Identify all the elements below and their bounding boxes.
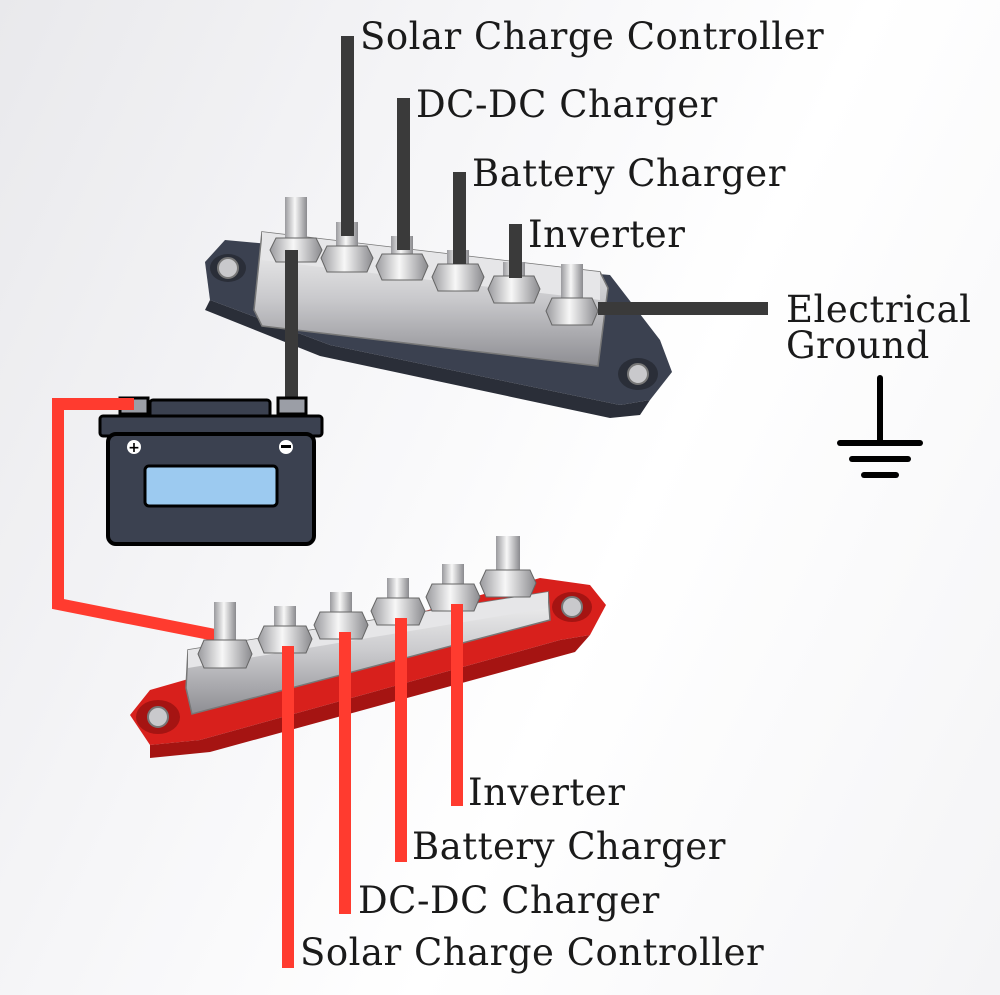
pos-label-battery-charger: Battery Charger bbox=[412, 825, 726, 868]
pos-label-solar-charge-controller: Solar Charge Controller bbox=[300, 931, 765, 974]
ground-icon bbox=[837, 375, 923, 478]
neg-label-solar-charge-controller: Solar Charge Controller bbox=[360, 15, 825, 58]
pos-label-inverter: Inverter bbox=[468, 771, 626, 814]
battery-positive-wire bbox=[52, 398, 222, 642]
battery-icon: + bbox=[98, 396, 324, 546]
positive-wires bbox=[282, 604, 463, 968]
negative-bus-studs bbox=[269, 197, 599, 326]
ground-label-line2: Ground bbox=[786, 324, 930, 367]
positive-bus-studs bbox=[197, 536, 537, 669]
neg-label-dc-dc-charger: DC-DC Charger bbox=[416, 83, 718, 126]
negative-wires bbox=[285, 36, 768, 410]
neg-label-battery-charger: Battery Charger bbox=[472, 152, 786, 195]
ground-label-line1: Electrical bbox=[786, 288, 972, 331]
neg-label-inverter: Inverter bbox=[528, 213, 686, 256]
positive-bus-bar bbox=[130, 578, 606, 758]
svg-text:+: + bbox=[128, 440, 140, 456]
pos-label-dc-dc-charger: DC-DC Charger bbox=[358, 879, 660, 922]
